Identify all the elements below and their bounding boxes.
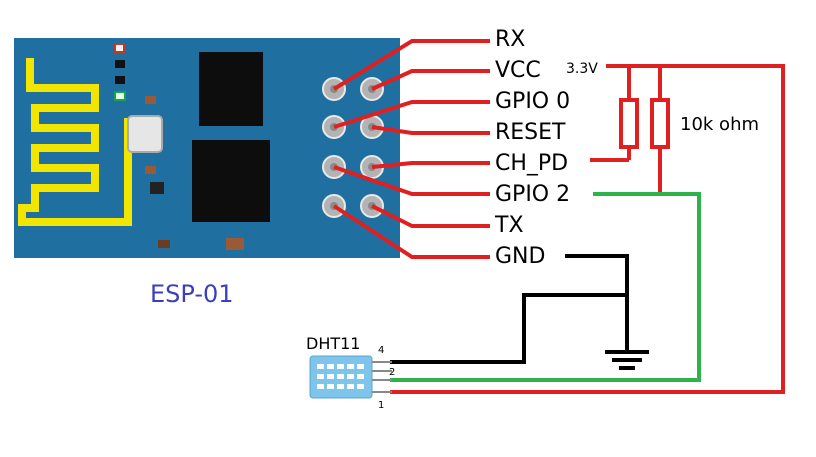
smd-component	[115, 76, 125, 84]
ground-symbol	[605, 350, 649, 370]
led-green	[114, 91, 126, 101]
ground-wiring	[390, 254, 629, 364]
resistor-label: 10k ohm	[680, 114, 760, 135]
smd-capacitor	[226, 238, 244, 250]
pin-label-rx: RX	[495, 27, 526, 52]
smd-component	[150, 182, 164, 194]
resistor-gpio2	[650, 98, 670, 149]
sensor-leads	[372, 361, 392, 393]
esp8266-chip	[192, 140, 270, 222]
sensor-pin-4: 4	[378, 345, 385, 356]
wire-reset	[371, 125, 490, 135]
pin-label-vcc: VCC	[495, 58, 541, 83]
resistor-ch-pd	[619, 98, 639, 149]
smd-resistor	[145, 96, 156, 104]
esp01-board	[14, 38, 400, 258]
smd-resistor	[145, 166, 156, 174]
pin-label-ch-pd: CH_PD	[495, 151, 569, 176]
smd-component	[158, 240, 170, 248]
wire-data	[390, 192, 701, 382]
wire-gnd	[332, 204, 490, 259]
wire-tx	[371, 204, 490, 228]
smd-component	[115, 60, 125, 68]
wire-ch-pd	[371, 161, 490, 169]
pin-label-gnd: GND	[495, 244, 546, 269]
board-name: ESP-01	[150, 280, 234, 308]
sensor-name: DHT11	[306, 334, 361, 353]
pin-wires	[332, 39, 490, 259]
led-red	[114, 43, 125, 53]
sensor-grille	[317, 364, 364, 389]
wire-vcc	[371, 69, 490, 91]
wire-gpio2	[333, 165, 490, 196]
pin-label-gpio0: GPIO 0	[495, 89, 571, 114]
sensor-pin-2: 2	[389, 367, 396, 378]
sensor-pin-1: 1	[378, 400, 385, 411]
power-rail	[390, 64, 785, 394]
power-label: 3.3V	[566, 61, 598, 77]
pin-label-gpio2: GPIO 2	[495, 182, 571, 207]
crystal	[127, 115, 163, 153]
pcb-antenna	[18, 58, 132, 226]
pin-label-tx: TX	[495, 213, 524, 238]
flash-chip	[199, 52, 263, 126]
dht11-sensor	[309, 355, 392, 399]
wire-rx	[332, 39, 490, 91]
wire-gpio0	[333, 100, 490, 129]
pin-label-reset: RESET	[495, 120, 566, 145]
